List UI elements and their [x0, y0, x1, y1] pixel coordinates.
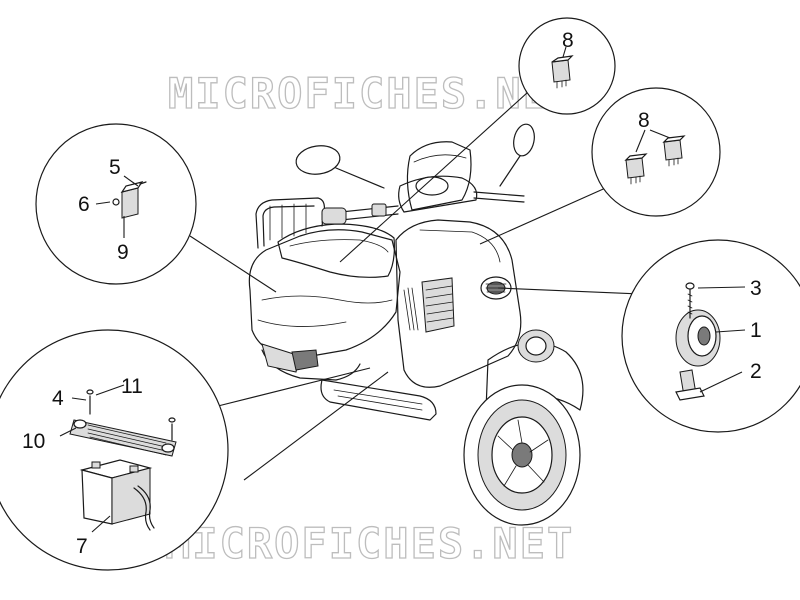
watermark-top: MICROFICHES.NET: [168, 69, 577, 118]
callout-7: 7: [76, 535, 88, 558]
callout-10: 10: [22, 430, 45, 453]
callout-5: 5: [109, 156, 121, 179]
detail-circle-relays-right: 8: [591, 87, 721, 217]
leader-lines: [189, 82, 641, 481]
callout-9: 9: [117, 241, 129, 264]
callout-6: 6: [78, 193, 90, 216]
callout-4: 4: [52, 387, 64, 410]
callout-1: 1: [750, 319, 762, 342]
callout-8-top: 8: [562, 29, 574, 52]
callout-2: 2: [750, 360, 762, 383]
callout-8-right: 8: [638, 109, 650, 132]
scooter-illustration: [248, 123, 584, 526]
detail-circle-horn-right: 3 1 2: [621, 239, 800, 433]
callout-11: 11: [121, 375, 143, 398]
watermark-bottom: MICROFICHES.NET: [165, 519, 574, 568]
callout-3: 3: [750, 277, 762, 300]
detail-circle-bracket-left: 5 6 9: [35, 123, 197, 285]
detail-circle-battery-left: 4 11 10 7: [0, 329, 229, 571]
detail-circle-relay-top: 8: [518, 17, 616, 115]
